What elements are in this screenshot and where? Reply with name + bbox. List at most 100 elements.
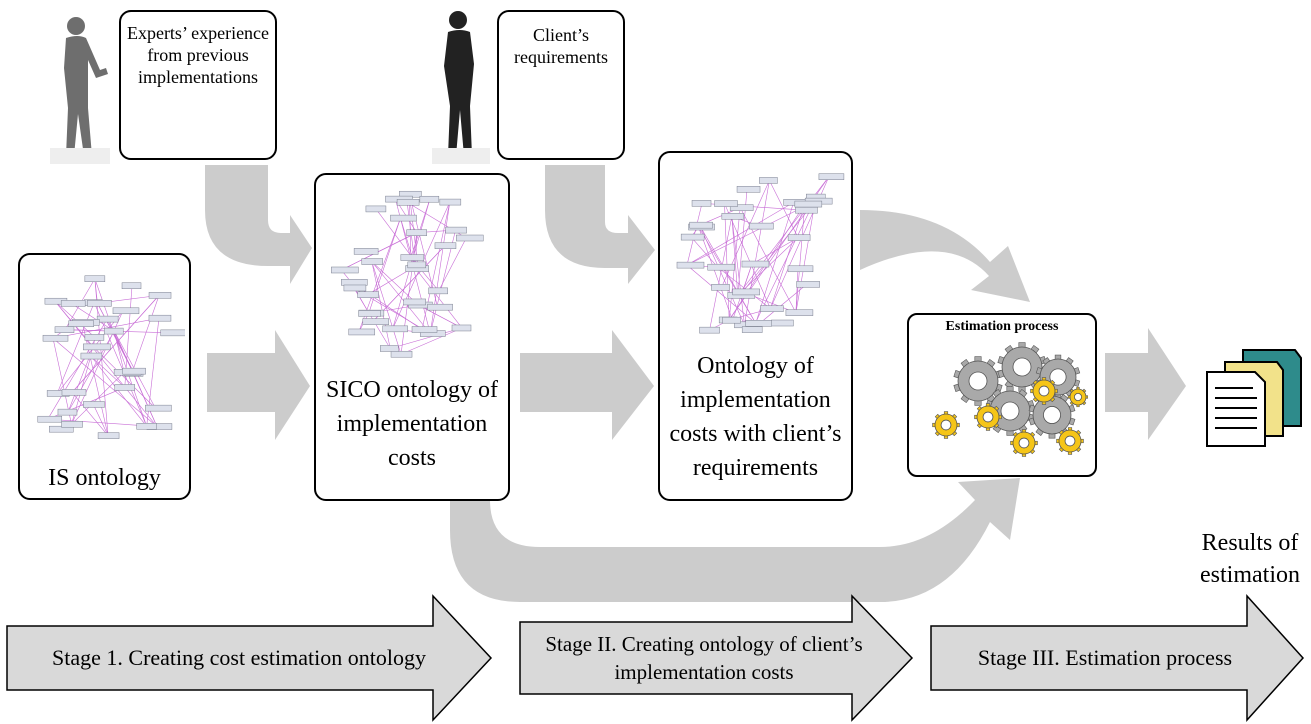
graph-node [390, 350, 413, 358]
graph-edge [82, 322, 109, 436]
graph-node [407, 261, 427, 269]
graph-edge [724, 203, 730, 320]
graph-edge [132, 295, 160, 372]
graph-node [736, 186, 761, 193]
graph-node [714, 200, 738, 207]
is-ontology-label: IS ontology [48, 465, 161, 491]
graph-node [759, 177, 778, 184]
graph-edge [795, 268, 799, 313]
arrow-experts-to-sico [205, 165, 312, 284]
ontology-graph-icon [37, 275, 185, 439]
graph-node [348, 328, 376, 336]
graph-edge [52, 338, 158, 427]
graph-node [37, 415, 63, 423]
graph-edge [415, 268, 463, 329]
experts-experience-label: Experts’ experience from previous implem… [126, 23, 270, 87]
client-requirements-label: Client’s requirements [514, 25, 608, 67]
graph-node [343, 284, 367, 292]
expert-person-icon [50, 17, 110, 164]
graph-node [406, 229, 427, 236]
graph-edge [769, 180, 799, 238]
graph-node [455, 234, 484, 242]
stage-3: Stage III. Estimation process [929, 594, 1305, 722]
graph-node [771, 319, 794, 327]
graph-edge [698, 226, 733, 321]
graph-node [680, 233, 705, 241]
graph-edge [690, 236, 718, 268]
graph-node [760, 305, 784, 312]
graph-node [451, 324, 472, 332]
graph-node [787, 265, 814, 273]
graph-node [390, 214, 417, 222]
graph-edge [429, 202, 451, 334]
graph-node [403, 298, 426, 306]
graph-node [54, 326, 75, 333]
graph-edge [731, 216, 745, 325]
gear-icon [953, 356, 1003, 406]
graph-node [411, 326, 438, 333]
experts-experience-box: Experts’ experience from previous implem… [119, 10, 277, 160]
stage-1-arrow-shape [6, 594, 493, 722]
graph-node [83, 343, 111, 351]
results-label: Results of estimation [1200, 530, 1300, 588]
stage-2-arrow-shape [519, 594, 914, 722]
graph-node [145, 404, 172, 412]
estimation-process-box: Estimation process [907, 313, 1097, 477]
graph-node [785, 309, 814, 316]
graph-edge [755, 202, 794, 324]
gear-icon [1010, 429, 1038, 457]
graph-edge [97, 303, 133, 372]
graph-node [148, 314, 172, 322]
graph-node [358, 310, 381, 317]
graph-node [400, 254, 425, 261]
arrow-is-to-sico [207, 330, 310, 440]
graph-node [676, 261, 705, 269]
arrow-estimation-to-results [1105, 328, 1186, 440]
client-person-icon [432, 11, 490, 164]
graph-edge [400, 327, 463, 355]
stage-1: Stage 1. Creating cost estimation ontolo… [5, 594, 493, 722]
graph-edge [686, 202, 794, 266]
graph-node [722, 316, 741, 324]
gear-icon [1056, 427, 1084, 455]
graph-node [795, 206, 818, 214]
ontology-graph-icon [676, 173, 845, 334]
graph-node [57, 408, 78, 416]
graph-edge [341, 232, 417, 271]
graph-node [148, 292, 172, 299]
graph-node [434, 242, 457, 249]
graph-node [84, 334, 105, 341]
graph-node [136, 423, 157, 430]
graph-node [60, 300, 86, 307]
graph-node [741, 260, 770, 268]
gear-icon [974, 403, 1002, 431]
graph-node [362, 318, 390, 325]
graph-edge [371, 261, 391, 349]
graph-node [96, 315, 119, 323]
graph-edge [368, 218, 401, 314]
graph-node [419, 195, 440, 203]
graph-node [689, 221, 713, 229]
graph-node [428, 287, 448, 295]
graph-edge [390, 327, 463, 349]
graph-edge [56, 302, 95, 394]
graph-node [729, 204, 754, 211]
graph-edge [371, 261, 419, 306]
graph-edge [90, 355, 147, 427]
graph-edge [742, 200, 816, 293]
graph-node [707, 263, 735, 271]
graph-edge [372, 245, 446, 322]
graph-edge [71, 295, 160, 393]
graph-node [84, 275, 106, 283]
stage-3-arrow-shape [930, 594, 1305, 722]
graph-node [114, 384, 136, 391]
graph-edge [724, 203, 771, 309]
graph-edge [438, 237, 467, 291]
graph-node [745, 320, 772, 327]
gears-icon [932, 342, 1088, 457]
graph-edge [71, 392, 109, 436]
graph-node [97, 432, 120, 439]
graph-edge [71, 372, 125, 425]
graph-node [68, 320, 95, 327]
